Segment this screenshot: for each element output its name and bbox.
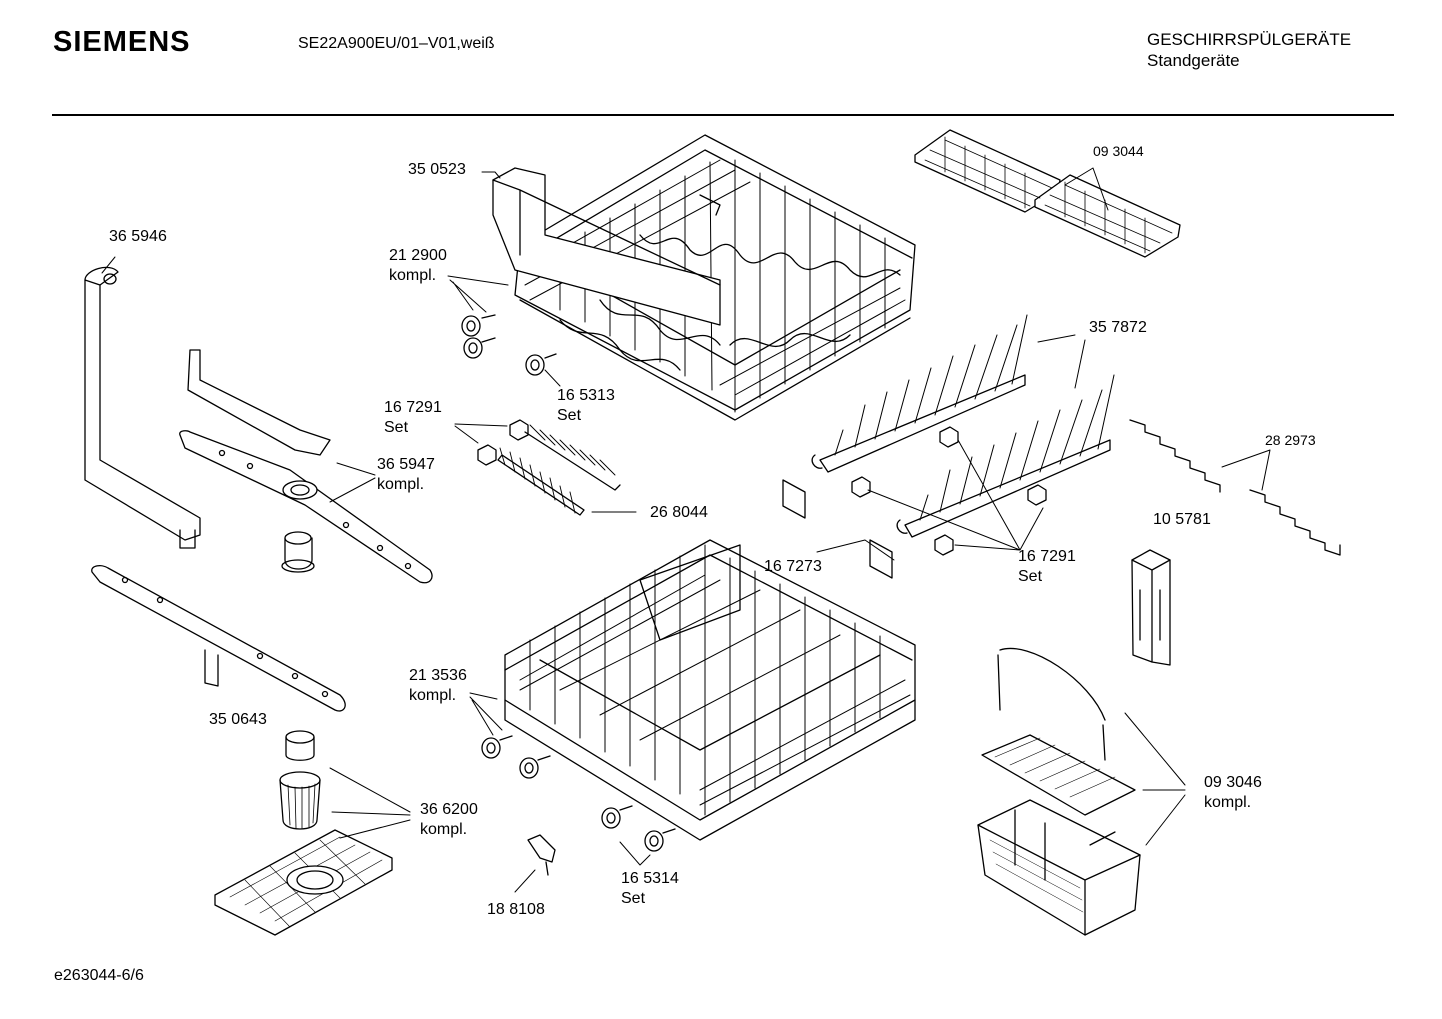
cutlery-container (1132, 550, 1170, 665)
lower-basket-wheels (482, 736, 675, 851)
spray-supply-pipe (85, 267, 200, 548)
cutlery-basket (978, 648, 1140, 935)
part-label-350523: 35 0523 (408, 161, 466, 178)
lower-spray-arm (92, 566, 345, 711)
header-divider (52, 114, 1394, 116)
part-label-365946: 36 5946 (109, 228, 167, 245)
leader-lines (102, 168, 1270, 892)
document-id: e263044-6/6 (54, 967, 144, 984)
part-label-268044: 26 8044 (650, 504, 708, 521)
upper-basket-wheels (462, 315, 556, 375)
cup-shelf-inserts (915, 130, 1180, 257)
lower-basket (505, 540, 915, 840)
part-label-188108: 18 8108 (487, 901, 545, 918)
category-subtitle: Standgeräte (1147, 51, 1240, 70)
brand-logo: SIEMENS (53, 26, 191, 58)
category-title: GESCHIRRSPÜLGERÄTE (1147, 30, 1352, 49)
part-label-167273: 16 7273 (764, 558, 822, 575)
filter-set (215, 731, 392, 935)
small-holders (478, 420, 1046, 578)
upper-basket (493, 135, 915, 420)
misc-small-parts (528, 835, 555, 875)
part-label-105781: 10 5781 (1153, 511, 1211, 528)
part-label-093044: 09 3044 (1093, 143, 1144, 159)
stepped-racks (1130, 420, 1340, 555)
part-label-282973: 28 2973 (1265, 432, 1316, 448)
part-label-350643: 35 0643 (209, 711, 267, 728)
upper-spray-arm (180, 350, 432, 583)
model-number: SE22A900EU/01–V01,weiß (298, 35, 495, 52)
part-label-357872: 35 7872 (1089, 319, 1147, 336)
knife-rack (498, 425, 620, 515)
plate-rack-tines (812, 315, 1114, 537)
